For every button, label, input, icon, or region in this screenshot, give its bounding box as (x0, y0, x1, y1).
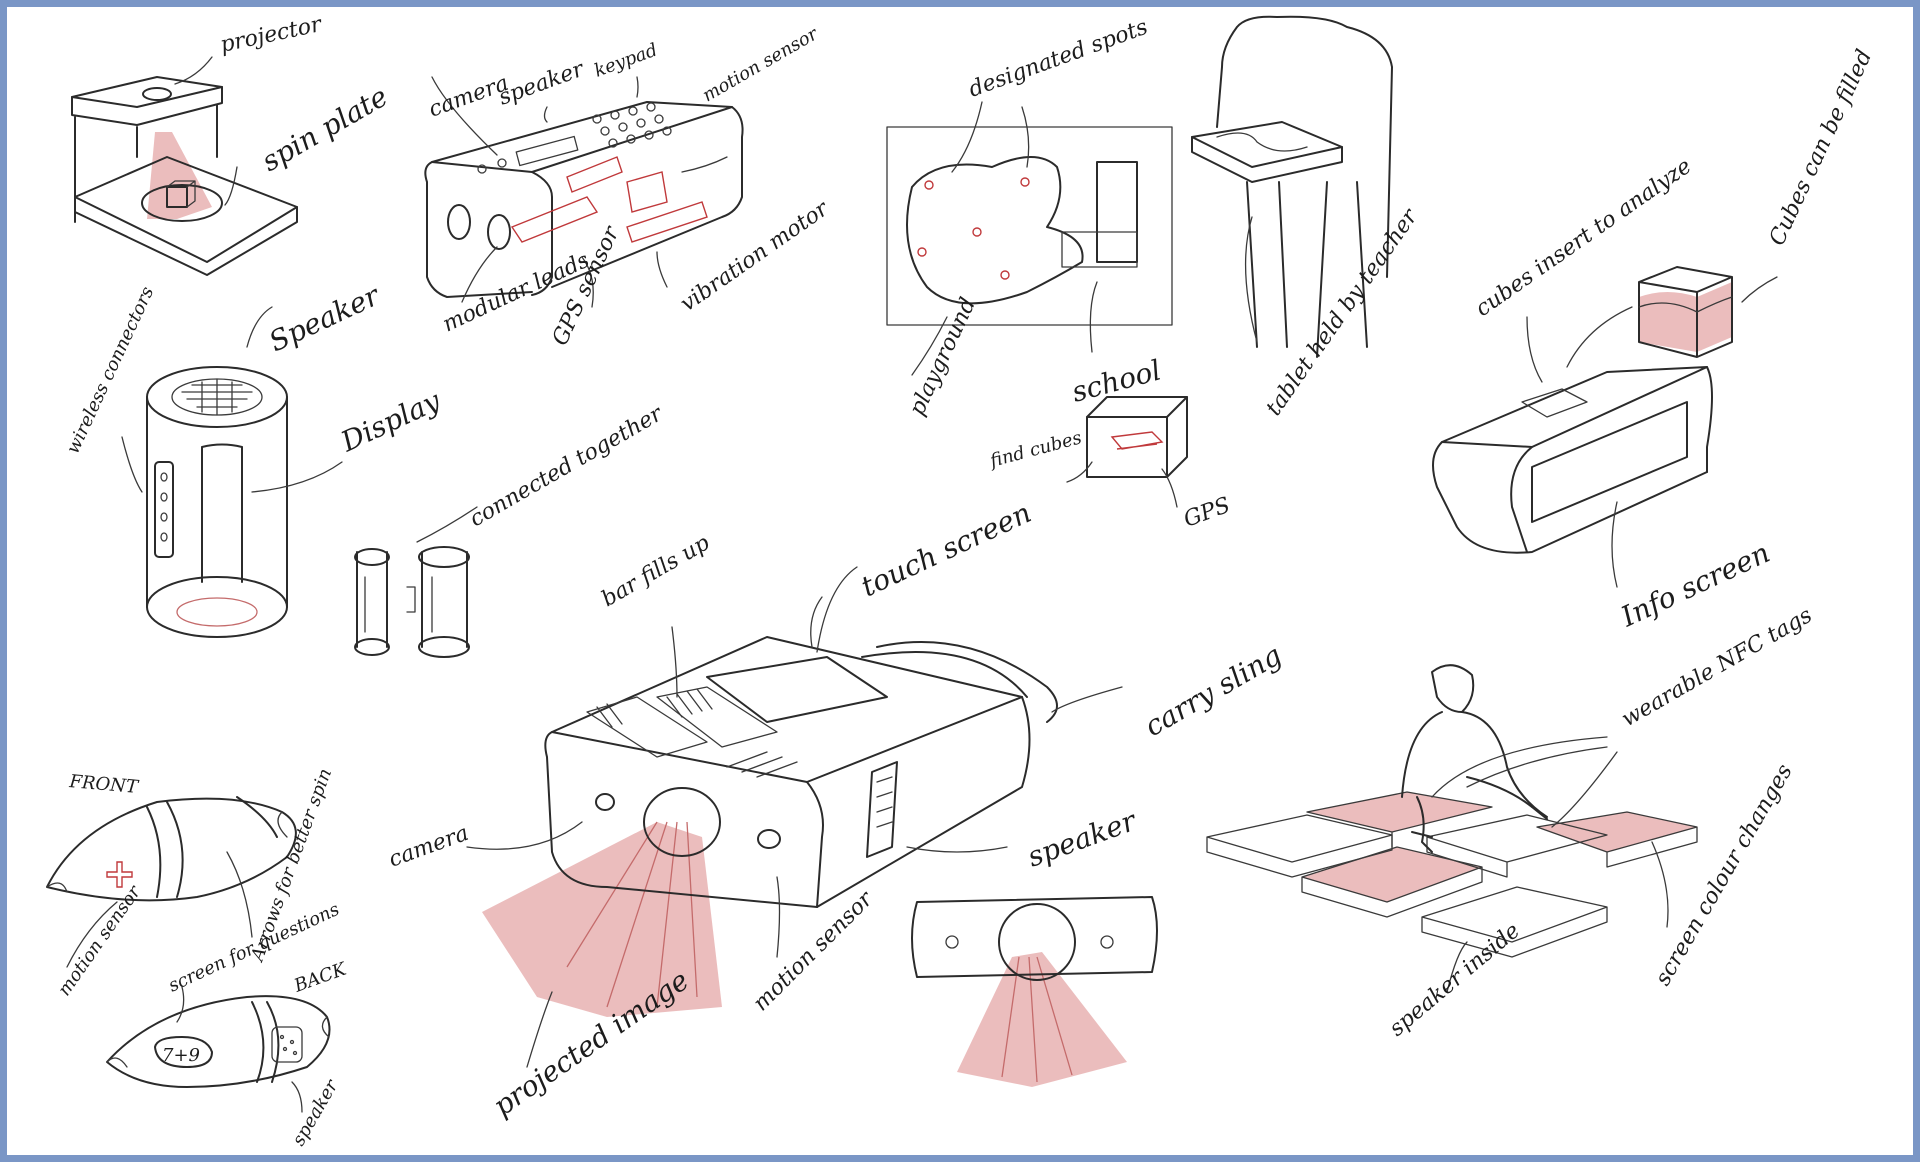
label-keypad: keypad (592, 40, 661, 82)
label-equation: 7+9 (162, 1045, 200, 1066)
floor-tiles-sketch (1206, 664, 1698, 993)
ball-sketch (46, 796, 331, 1113)
label-bar-fills-up: bar fills up (598, 531, 714, 613)
label-front: FRONT (68, 771, 141, 798)
label-cubes-filled: Cubes can be filled (1765, 46, 1878, 250)
concept-sketches: projector spin plate camera speaker keyp… (46, 12, 1878, 1150)
projector-device-sketch (466, 566, 1123, 1068)
label-screen-colour: screen colour changes (1651, 760, 1798, 990)
playground-map-sketch (886, 15, 1393, 376)
label-speaker-inside: speaker inside (1385, 918, 1525, 1041)
analyzer-sketch (1432, 266, 1778, 588)
label-speaker-device: speaker (1023, 804, 1141, 874)
label-projector: projector (218, 12, 325, 58)
label-motion-sensor-top: motion sensor (699, 23, 823, 106)
label-touch-screen: touch screen (856, 496, 1036, 603)
label-motion-sensor-device: motion sensor (749, 886, 879, 1016)
label-ball-motion-sensor: motion sensor (54, 881, 146, 1000)
mini-speaker-sketch (911, 896, 1158, 1087)
label-school: school (1068, 353, 1164, 408)
label-display: Display (335, 383, 446, 458)
label-find-cubes: find cubes (986, 427, 1084, 472)
find-cubes-sketch (1066, 396, 1188, 508)
label-wireless-connectors: wireless connectors (62, 283, 158, 457)
projector-box-sketch (71, 56, 298, 276)
handheld-device-sketch (424, 76, 744, 308)
label-connected-together: connected together (466, 401, 669, 532)
label-carry-sling: carry sling (1139, 638, 1287, 743)
cylinder-speaker-sketch (121, 306, 478, 658)
label-back: BACK (291, 958, 351, 997)
label-ball-speaker: speaker (288, 1075, 343, 1149)
label-designated-spots: designated spots (966, 15, 1152, 103)
label-spin-plate: spin plate (256, 80, 393, 178)
sketch-sheet: projector spin plate camera speaker keyp… (7, 7, 1913, 1155)
label-vibration-motor: vibration motor (676, 196, 834, 317)
label-gps-cube: GPS (1181, 493, 1234, 533)
label-speaker-top: speaker (496, 56, 589, 110)
label-speaker-cylinder: Speaker (264, 278, 386, 358)
label-camera-device: camera (386, 821, 473, 873)
label-info-screen: Info screen (1615, 536, 1775, 634)
label-playground: playground (905, 294, 981, 420)
